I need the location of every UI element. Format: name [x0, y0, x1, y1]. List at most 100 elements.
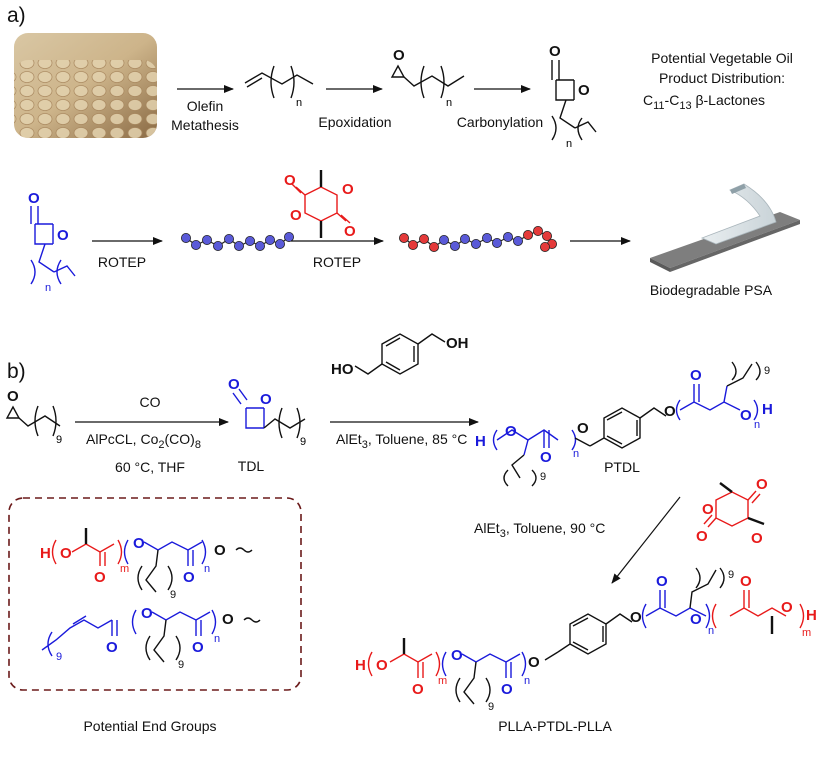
prod-m-left: m [438, 675, 447, 687]
benzenedimethanol-structure [354, 333, 446, 375]
caption-end-groups: Potential End Groups [83, 718, 216, 734]
eg2-n: n [214, 633, 220, 645]
ptdl-o-left: O [505, 423, 517, 440]
ptdl-o-right: O [740, 407, 752, 424]
ptdl-9-left: 9 [540, 471, 546, 483]
eg2-o-end: O [222, 611, 234, 628]
diol-ho: HO [331, 361, 354, 378]
bead [254, 240, 265, 251]
beta-lactone-structure [551, 60, 597, 141]
eg1-o-end: O [214, 542, 226, 559]
prod-h-right: H [806, 607, 817, 624]
label-rotep-2: ROTEP [313, 254, 361, 270]
lactide-b-o3: O [702, 501, 714, 518]
eg1-n: n [204, 563, 210, 575]
bead [201, 234, 212, 245]
blue-lactone-structure [30, 206, 76, 285]
plla-ptdl-plla-structure [367, 567, 805, 705]
epoxide-c9-9: 9 [56, 434, 62, 446]
epoxide-n: n [446, 97, 452, 109]
epoxide-c9-structure [5, 405, 61, 437]
label-carbonylation: Carbonylation [457, 114, 543, 130]
eg2-o1: O [141, 605, 153, 622]
tdl-o-ring: O [260, 391, 272, 408]
bead [542, 230, 553, 241]
prod-n-left: n [524, 675, 530, 687]
dist-line-2: Product Distribution: [659, 70, 785, 86]
epoxide-o: O [393, 47, 405, 64]
bead [513, 235, 524, 246]
ptdl-n-right: n [754, 419, 760, 431]
lactide-structure-row2 [291, 170, 351, 238]
lactone-o-carbonyl: O [549, 43, 561, 60]
alkene-n: n [296, 97, 302, 109]
lactide-o2: O [344, 223, 356, 240]
bead [274, 238, 285, 249]
eg2-9: 9 [56, 651, 62, 663]
prod-9-left: 9 [488, 701, 494, 713]
label-reagent-85: AlEt3, Toluene, 85 °C [336, 431, 467, 451]
eg2-o-carbonyl-2: O [192, 639, 204, 656]
lactide-b-o4: O [751, 530, 763, 547]
bead [264, 234, 275, 245]
label-tdl: TDL [238, 458, 265, 474]
ptdl-o-carbonyl-right: O [690, 367, 702, 384]
label-catalyst: AlPcCL, Co2(CO)8 [86, 431, 201, 451]
bead [283, 231, 294, 242]
eg2-o-carbonyl: O [106, 639, 118, 656]
bead [481, 232, 492, 243]
tdl-o-carbonyl: O [228, 376, 240, 393]
epoxide-structure [390, 64, 465, 99]
tdl-chain [263, 407, 306, 439]
blue-lactone-o-carbonyl: O [28, 190, 40, 207]
ptdl-o-carbonyl-left: O [540, 449, 552, 466]
eg2-9b: 9 [178, 659, 184, 671]
eg1-o1: O [60, 545, 72, 562]
end-groups-box [8, 497, 302, 691]
bead [398, 232, 409, 243]
tdl-structure [232, 388, 265, 429]
bead [533, 225, 544, 236]
prod-o-carbonyl-3: O [656, 573, 668, 590]
dist-line-1: Potential Vegetable Oil [651, 50, 793, 66]
diol-oh: OH [446, 335, 469, 352]
bead [540, 241, 551, 252]
bead-chain-blue [180, 231, 294, 251]
dist-line-3: C11-C13 β-Lactones [643, 92, 765, 112]
bead-chain-copolymer [398, 225, 558, 252]
bead [407, 239, 418, 250]
lactide-o3: O [342, 181, 354, 198]
lactone-o-ring: O [578, 82, 590, 99]
lactide-structure-b [703, 482, 765, 528]
bead [223, 233, 234, 244]
blue-lactone-o-ring: O [57, 227, 69, 244]
prod-h-left: H [355, 657, 366, 674]
label-reagent-90: AlEt3, Toluene, 90 °C [474, 520, 605, 540]
prod-o3: O [690, 611, 702, 628]
bead [449, 240, 460, 251]
prod-o4: O [781, 599, 793, 616]
prod-o1: O [376, 657, 388, 674]
lactone-n: n [566, 138, 572, 150]
label-olefin: Olefin [187, 98, 224, 114]
label-psa: Biodegradable PSA [650, 282, 773, 298]
soybean-photo [14, 33, 157, 138]
end-group-2-structure [41, 609, 261, 663]
lactide-b-o2: O [696, 528, 708, 545]
eg1-h: H [40, 545, 51, 562]
ptdl-n-left: n [573, 448, 579, 460]
bead [244, 235, 255, 246]
bead [470, 238, 481, 249]
caption-product: PLLA-PTDL-PLLA [498, 718, 612, 734]
eg1-o-carbonyl: O [94, 569, 106, 586]
bead [438, 234, 449, 245]
bead [180, 232, 191, 243]
blue-lactone-n: n [45, 282, 51, 294]
end-group-1-structure [51, 528, 253, 593]
eg1-o2: O [133, 535, 145, 552]
eg1-m: m [120, 563, 129, 575]
epoxide-c9-o: O [7, 388, 19, 405]
bead [233, 240, 244, 251]
lactide-b-o1: O [756, 476, 768, 493]
